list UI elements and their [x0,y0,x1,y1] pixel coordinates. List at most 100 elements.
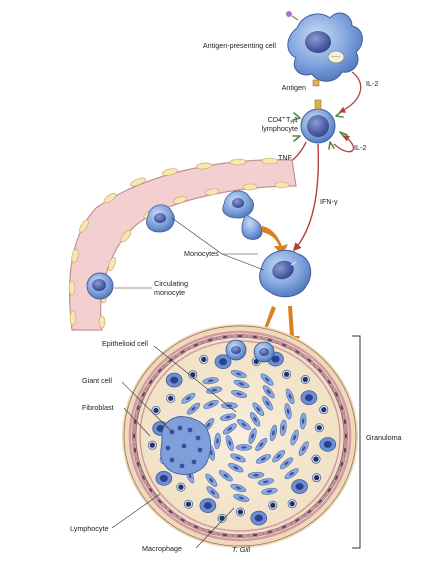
epithelioid-cell [284,468,299,480]
epithelioid-swirl [171,370,309,502]
epithelioid-cell [220,413,237,421]
macrophage [250,510,268,526]
fibroblast [135,398,142,417]
epithelioid-cell [261,487,278,495]
epithelioid-cell [247,471,265,479]
epithelioid-cell [230,483,247,493]
labels: Antigen-presenting cell Antigen IL-2 CD4… [70,41,402,553]
lymphocyte [312,473,322,483]
antigen-presenting-cell [286,11,363,87]
granuloma-bracket [352,335,361,549]
label-cd4-lymphocyte: CD4+TH1 [268,115,298,126]
label-epithelioid-cell: Epithelioid cell [102,339,148,348]
epithelioid-cell [205,473,218,487]
lymphocyte [282,369,292,379]
epithelioid-cell [255,437,268,452]
label-lymphocyte: Lymphocyte [70,524,109,533]
epithelioid-cell [205,386,223,394]
macrophage [199,498,217,513]
lymphocyte [151,405,161,415]
fibroblast [135,455,142,474]
granuloma [122,324,358,548]
fibroblast-ring [132,334,348,538]
ifn-arrow [292,143,320,252]
macrophage [319,437,337,452]
label-il2-bottom: IL-2 [354,143,366,152]
artist-signature: T. Gill [232,545,251,554]
activated-monocyte [259,250,312,298]
macrophage [253,341,275,363]
epithelioid-cell [248,428,257,444]
epithelioid-cell [252,402,265,416]
lymphocyte [176,482,186,492]
lymphocyte [319,405,329,415]
macrophage [165,372,183,388]
epithelioid-cell [299,412,307,430]
macrophage [214,354,232,370]
lymphocyte [287,499,297,509]
epithelioid-cell [269,424,278,441]
epithelioid-cell [230,453,246,463]
epithelioid-cell [203,399,219,409]
epithelioid-cell [290,429,299,446]
epithelioid-cell [284,403,292,420]
epithelioid-cell [262,396,273,411]
fibroblast [230,334,250,339]
lymphocyte [300,374,310,384]
label-lymphocyte-top: lymphocyte [262,124,298,133]
epithelioid-cell [202,377,219,385]
macrophage [225,339,247,361]
epithelioid-cell [250,412,261,427]
label-il2-top: IL-2 [366,79,378,88]
fibroblast [275,522,293,532]
label-circulating: Circulating [154,279,188,288]
lymphocyte [311,454,321,464]
epithelioid-cell [222,423,237,435]
epithelioid-cell [260,373,274,386]
lymphocyte [217,513,227,523]
lymphocyte [268,500,278,510]
epithelioid-cell [186,402,201,415]
lymphocyte [235,507,245,517]
epithelioid-cell [272,450,286,463]
epithelioid-cell [262,385,275,399]
macrophage [291,479,308,494]
label-ifn-gamma: IFN-γ [320,197,338,206]
epithelioid-cell [298,441,309,456]
label-antigen-presenting-cell: Antigen-presenting cell [203,41,277,50]
epithelioid-cell [285,388,295,405]
giant-cell [160,416,212,475]
vessel-monocyte [146,204,175,233]
lymphocyte [199,354,209,364]
label-granuloma: Granuloma [366,433,402,442]
epithelioid-cell [257,478,275,486]
epithelioid-cell [233,494,250,502]
lymphocyte [166,393,176,403]
label-monocyte: monocyte [154,288,185,297]
macrophage [300,390,318,405]
blood-vessel [68,157,297,331]
epithelioid-cell [233,379,250,389]
label-macrophage: Macrophage [142,544,182,553]
vessel-monocyte [222,190,263,240]
macrophage [155,471,173,486]
epithelioid-cell [235,444,253,451]
epithelioid-cell [255,454,271,464]
epithelioid-cell [228,463,244,473]
il2-loop-arrow-top [338,71,362,113]
fibroblast [342,412,348,431]
lymphocyte [183,499,193,509]
il2-loop-arrow-bottom [333,135,355,153]
label-monocytes: Monocytes [184,249,219,258]
label-antigen: Antigen [282,83,306,92]
epithelioid-cell [221,402,238,409]
fibroblast [163,354,178,367]
label-tnf: TNF [278,153,293,162]
label-giant-cell: Giant cell [82,376,112,385]
epithelioid-cell [230,370,247,378]
label-fibroblast: Fibroblast [82,403,114,412]
epithelioid-cell [231,390,248,398]
epithelioid-cell [279,419,287,437]
lymphocyte [314,423,324,433]
